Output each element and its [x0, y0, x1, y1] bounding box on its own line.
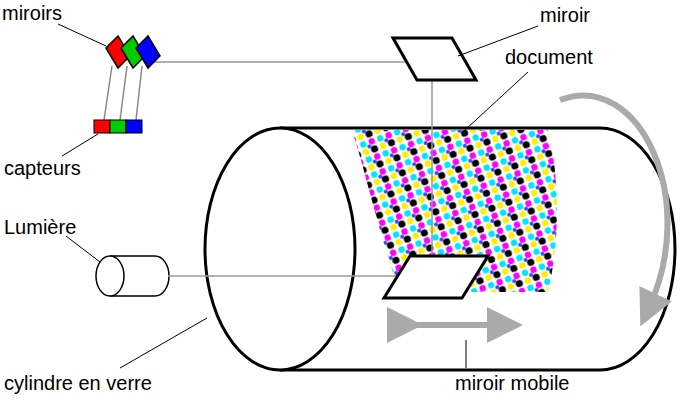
part-label: miroir mobile: [455, 372, 569, 394]
part-label: cylindre en verre: [4, 372, 152, 394]
part-label: miroirs: [2, 2, 62, 24]
part-label: miroir: [540, 4, 590, 26]
part-label: Lumière: [4, 216, 76, 238]
part-label: document: [505, 46, 593, 68]
part-label: capteurs: [4, 157, 81, 179]
